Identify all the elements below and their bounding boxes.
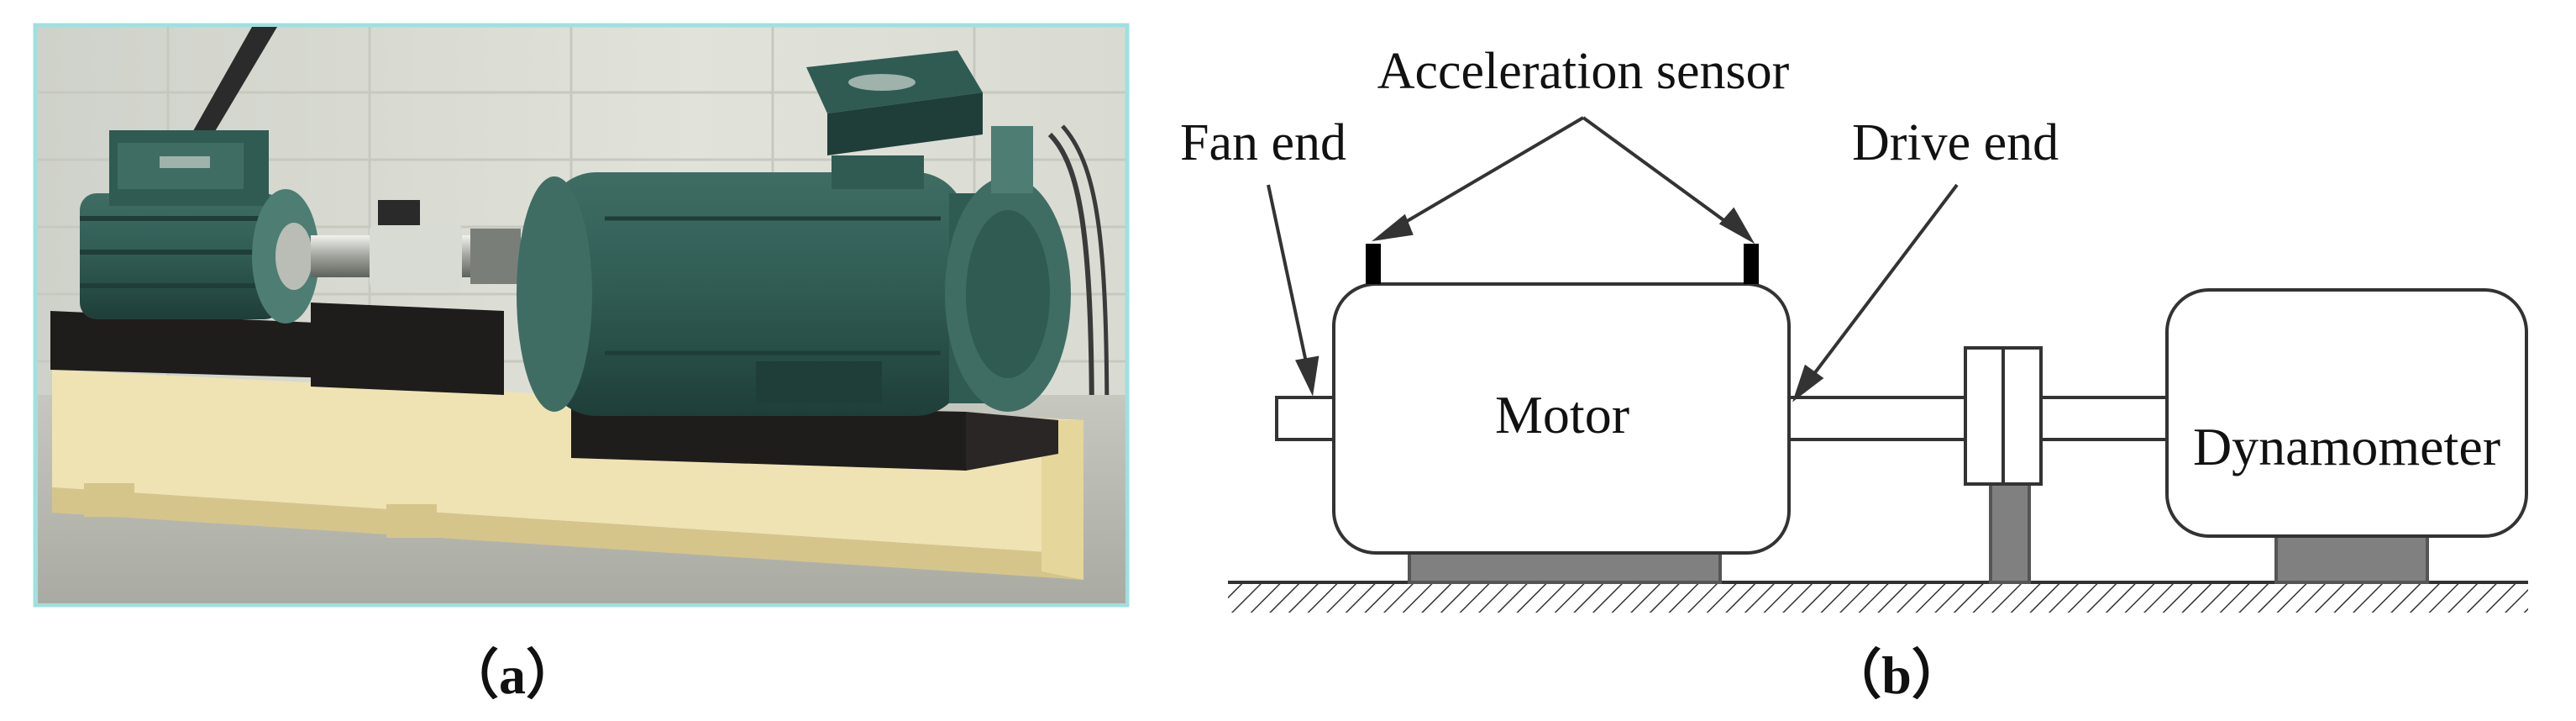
dynamometer-base [2274, 534, 2429, 584]
sensor-block-icon [1744, 244, 1759, 284]
left-base-plate [50, 311, 336, 378]
right-base-plate [571, 403, 966, 471]
label-fan-end: Fan end [1180, 114, 1346, 171]
panel-b-schematic [1228, 116, 2528, 613]
caption-b: （b） [1828, 645, 1965, 705]
coupling-support [1989, 482, 2031, 584]
motor-base [1408, 551, 1722, 584]
label-drive-end: Drive end [1852, 114, 2059, 171]
drive-end-arrow [1792, 183, 1959, 403]
hatched-ground [1228, 582, 2528, 613]
caption-a: （a） [445, 645, 580, 705]
fan-end-motor [80, 130, 319, 324]
label-motor: Motor [1495, 385, 1629, 445]
label-dynamometer: Dynamometer [2193, 417, 2500, 476]
drive-motor [517, 50, 1071, 416]
wall-cables [1047, 132, 1094, 438]
dynamometer-box [2165, 288, 2528, 538]
panel-a-photo [33, 23, 1130, 608]
sensor-arrows [1372, 116, 1755, 245]
sensor-block-icon [1366, 244, 1381, 284]
fan-end-arrow [1267, 184, 1319, 397]
motor-box [1332, 282, 1791, 555]
label-acceleration-sensor: Acceleration sensor [1377, 43, 1790, 100]
fan-end-shaft [1275, 396, 1337, 441]
